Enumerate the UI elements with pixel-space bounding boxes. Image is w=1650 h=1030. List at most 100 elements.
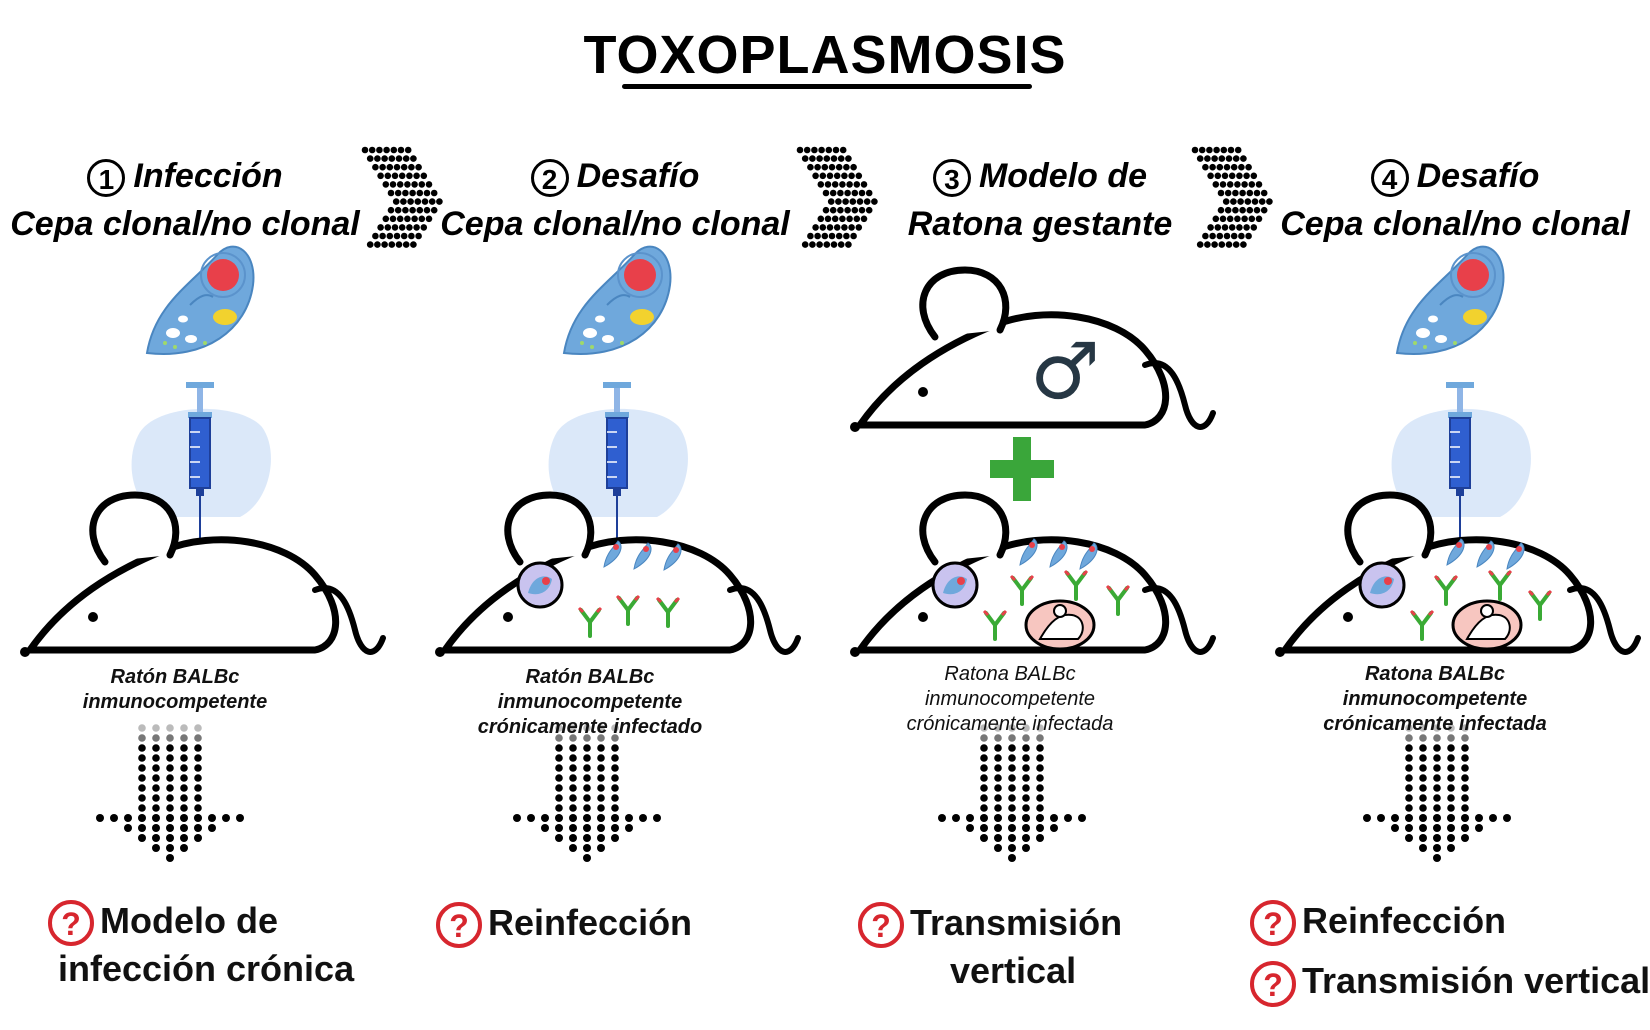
arrow-dot	[1405, 834, 1413, 842]
chevron-dot	[421, 198, 429, 205]
arrow-dot	[980, 764, 988, 772]
chevron-dot	[366, 241, 374, 248]
arrow-dot	[555, 774, 563, 782]
arrow-dot	[1447, 744, 1455, 752]
arrow-dot	[1433, 794, 1441, 802]
arrow-dot	[583, 734, 591, 742]
arrow-dot	[966, 814, 974, 822]
arrow-dot	[124, 814, 132, 822]
arrow-dot	[166, 834, 174, 842]
arrow-dot	[625, 814, 633, 822]
arrow-dot	[1008, 784, 1016, 792]
arrow-dot	[1447, 784, 1455, 792]
chevron-dot	[430, 206, 438, 214]
chevron-dot	[1219, 215, 1227, 223]
chevron-dot	[841, 172, 848, 180]
arrow-dot	[1405, 744, 1413, 752]
arrow-dot	[194, 814, 202, 822]
arrow-dot	[194, 744, 202, 752]
chevron-dot	[826, 172, 834, 180]
chevron-dot	[844, 189, 851, 197]
arrow-dot	[1008, 764, 1016, 772]
arrow-dot	[138, 754, 146, 762]
arrow-dot	[166, 744, 174, 752]
chevron-dot	[379, 232, 386, 240]
arrow-dot	[1405, 774, 1413, 782]
chevron-dot	[410, 155, 417, 162]
chevron-dot	[1206, 146, 1213, 154]
caption-line: crónicamente infectada	[906, 713, 1114, 735]
chevron-dot	[865, 206, 873, 214]
arrow-dot	[994, 764, 1002, 772]
caption-line: inmunocompetente	[497, 691, 683, 713]
arrow-dot	[639, 814, 647, 822]
chevron-dot	[1230, 163, 1238, 171]
chevron-dot	[394, 206, 402, 214]
arrow-dot	[208, 814, 216, 822]
chevron-dot	[1227, 146, 1235, 154]
chevron-dot	[853, 181, 861, 188]
arrow-dot	[1022, 784, 1030, 792]
arrow-dot	[541, 814, 549, 822]
arrow-dot	[1461, 784, 1469, 792]
chevron-dot	[819, 172, 827, 180]
caption-line: inmunocompetente	[924, 688, 1096, 710]
arrow-dot	[180, 824, 188, 832]
chevron-dot	[837, 241, 845, 248]
arrow-dot	[1433, 774, 1441, 782]
chevron-dot	[1216, 163, 1224, 171]
chevron-dot	[1226, 181, 1234, 188]
arrow-dot	[653, 814, 661, 822]
chevron-dot	[390, 146, 398, 154]
arrow-dot	[1008, 724, 1016, 732]
arrow-dot	[208, 824, 216, 832]
arrow-dot	[1377, 814, 1385, 822]
chevron-dot	[395, 155, 403, 162]
arrow-dot	[583, 724, 591, 732]
chevron-dot	[409, 206, 416, 214]
chevron-dot	[372, 163, 379, 171]
arrow-dot	[166, 794, 174, 802]
arrow-dot	[166, 764, 174, 772]
chevron-dot	[1232, 206, 1239, 214]
arrow-dot	[1022, 834, 1030, 842]
chevron-dot	[428, 198, 436, 205]
arrow-dot	[994, 754, 1002, 762]
chevron-dot	[1204, 241, 1211, 248]
chevron-dot	[845, 155, 852, 162]
arrow-dot	[1489, 814, 1497, 822]
chevron-dot	[1234, 146, 1242, 154]
arrow-dot	[152, 834, 160, 842]
mouse-icon-step-1	[20, 495, 383, 657]
chevron-dot	[1245, 232, 1252, 240]
arrow-dot	[1022, 794, 1030, 802]
chevron-dot	[374, 155, 381, 162]
chevron-arrows	[361, 146, 1273, 248]
arrow-dot	[597, 844, 605, 852]
arrow-dot	[138, 794, 146, 802]
arrow-dot	[152, 774, 160, 782]
chevron-dot	[1198, 146, 1206, 154]
chevron-dot	[372, 232, 379, 240]
arrow-dot	[1419, 844, 1427, 852]
chevron-dot	[850, 232, 857, 240]
arrow-dot	[1022, 754, 1030, 762]
arrow-dot	[1447, 814, 1455, 822]
chevron-dot	[404, 215, 411, 223]
arrow-dot	[569, 794, 577, 802]
arrow-dot	[994, 834, 1002, 842]
chevron-dot	[1239, 189, 1246, 197]
arrow-dot	[138, 824, 146, 832]
arrow-dot	[1433, 854, 1441, 862]
arrow-dot	[1419, 744, 1427, 752]
arrow-dot	[1022, 764, 1030, 772]
arrow-dot	[583, 784, 591, 792]
arrow-dot	[597, 754, 605, 762]
chevron-dot	[1202, 163, 1209, 171]
caption-line: Ratón BALBc	[110, 666, 240, 688]
down-arrow-icon	[938, 724, 1086, 862]
chevron-dot	[1236, 172, 1243, 180]
arrow-dot	[1447, 774, 1455, 782]
